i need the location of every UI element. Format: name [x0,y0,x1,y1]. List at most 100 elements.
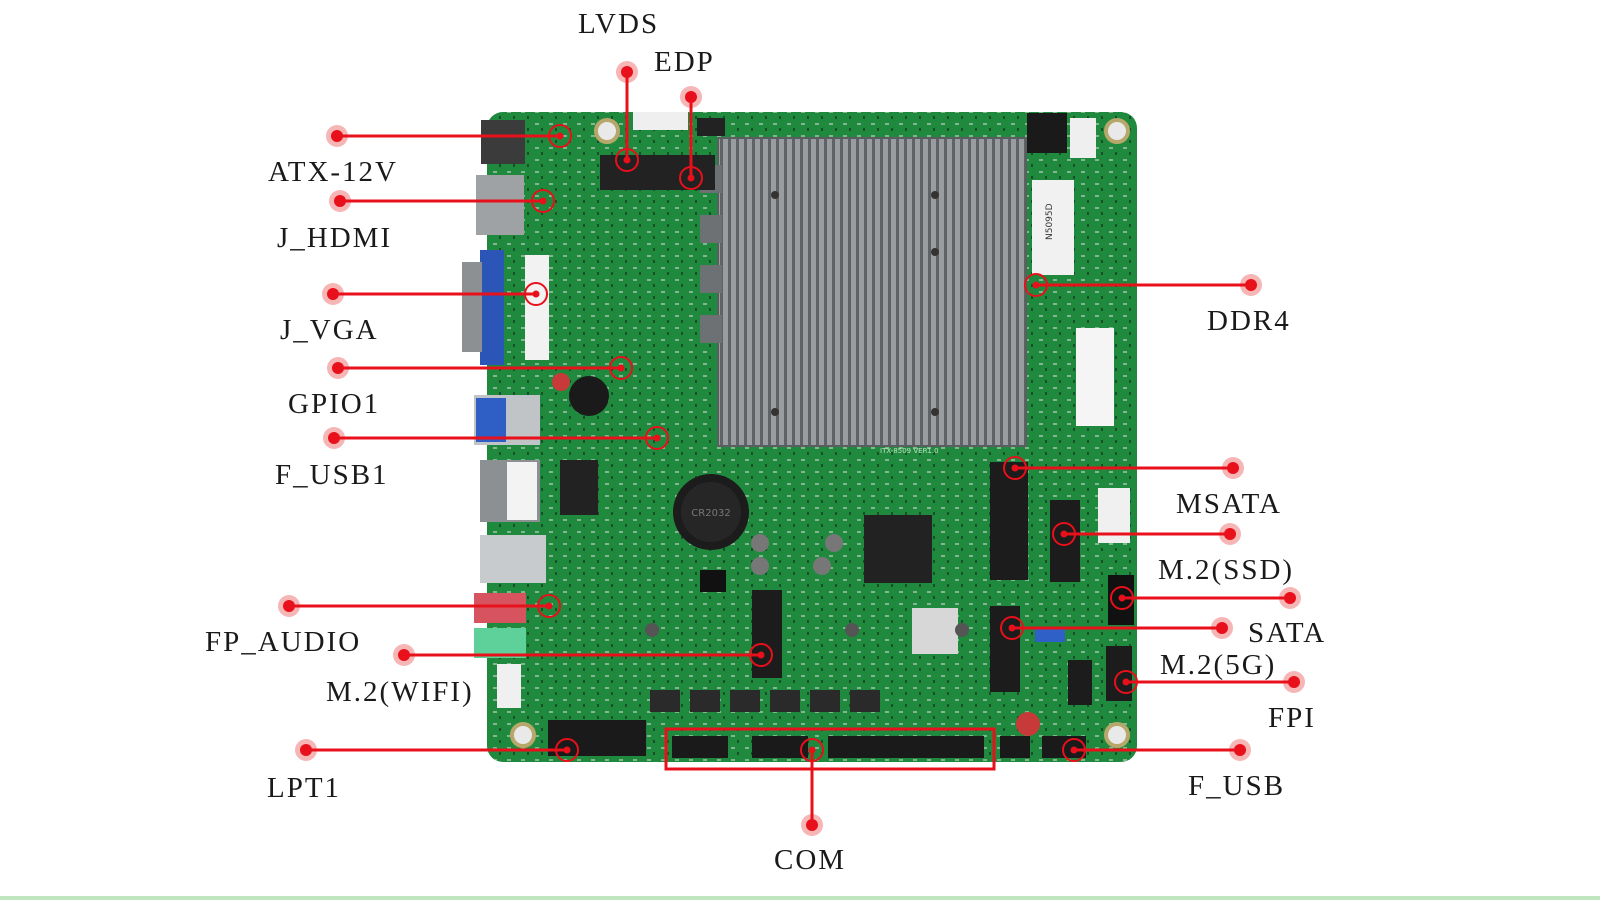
callout-target-dot [1032,281,1040,289]
label-edp: EDP [654,46,715,78]
callout-target-dot [545,602,553,610]
callout-f-usb [1062,738,1251,762]
callout-target-dot [1070,746,1078,754]
lan-chip [560,460,598,515]
callout-target-dot [539,197,547,205]
callout-target-dot [687,174,695,182]
callout-ddr4 [1024,273,1262,297]
label-m2-5g: M.2(5G) [1160,649,1277,681]
callout-target-dot [808,746,816,754]
bottom-strip [0,896,1600,900]
callout-dot [332,362,344,374]
callout-j-vga [322,282,548,306]
io-chip [864,515,932,583]
callout-target-ring [1110,586,1134,610]
callout-target-dot [617,364,625,372]
callout-dot [1234,744,1246,756]
callout-dot [1284,592,1296,604]
callout-m2-ssd [1052,522,1241,546]
callout-target-ring [749,643,773,667]
sticker-code: N5095D [1045,203,1055,240]
mic-jack [474,593,526,623]
gpio-header [525,255,549,360]
callout-target-ring [524,282,548,306]
callout-dot [806,819,818,831]
lvds-header [600,155,715,190]
label-gpio1: GPIO1 [288,388,381,420]
label-m2-wifi: M.2(WIFI) [326,676,474,708]
mount-hole [594,118,620,144]
callout-dot [1224,528,1236,540]
callout-target-ring [645,426,669,450]
label-j-hdmi: J_HDMI [277,222,393,254]
com-header-3 [828,736,984,758]
callout-target-dot [653,434,661,442]
board-model: ITX-8509 VER1.0 [880,447,939,455]
heatsink [700,137,1027,447]
buzzer [569,376,609,416]
callout-j-hdmi [329,189,555,213]
callout-com [800,738,824,836]
chip-shield [912,608,958,654]
callout-target-ring [1000,616,1024,640]
label-sata: SATA [1248,617,1327,649]
label-msata: MSATA [1176,488,1282,520]
callout-target-ring [609,356,633,380]
label-com: COM [774,844,847,876]
callout-target-ring [1114,670,1138,694]
callout-target-ring [800,738,824,762]
callout-target-dot [1118,594,1126,602]
vga-port [480,250,504,365]
callout-target-ring [615,148,639,172]
callout-dot [300,744,312,756]
msata-slot [990,462,1028,580]
label-j-vga: J_VGA [280,314,379,346]
callout-target-ring [537,594,561,618]
hdmi-port [476,175,524,235]
callout-target-dot [623,156,631,164]
callout-target-ring [1003,456,1027,480]
callout-target-dot [563,746,571,754]
label-atx12v: ATX-12V [268,156,398,188]
callout-target-dot [556,132,564,140]
callout-target-ring [531,189,555,213]
callout-dot [283,600,295,612]
callout-target-ring [679,166,703,190]
callout-target-ring [1052,522,1076,546]
mount-hole [1104,118,1130,144]
callout-target-dot [1060,530,1068,538]
callout-dot [621,66,633,78]
com-highlight-box [664,727,996,771]
callout-target-dot [1122,678,1130,686]
callout-edp [679,86,703,190]
dip-switch [1027,113,1067,153]
callout-dot [334,195,346,207]
callout-gpio1 [327,356,633,380]
label-f-usb: F_USB [1188,770,1286,802]
callout-m2-5g [1000,616,1233,640]
callout-m2-wifi [393,643,773,667]
callout-lpt1 [295,738,579,762]
edp-connector [633,112,688,130]
label-ddr4: DDR4 [1207,305,1291,337]
usb2-port [480,535,546,583]
callout-dot [398,649,410,661]
callout-dot [328,432,340,444]
callout-dot [1216,622,1228,634]
battery-text: CR2032 [691,508,730,519]
mount-hole [510,722,536,748]
callout-target-dot [532,290,540,298]
callout-msata [1003,456,1244,480]
callout-dot [1245,279,1257,291]
atx-power-jack [481,120,525,164]
callout-target-ring [1062,738,1086,762]
callout-target-dot [1008,624,1016,632]
callout-target-ring [555,738,579,762]
callout-dot [685,91,697,103]
serial-sticker [1076,328,1114,426]
label-lvds: LVDS [578,8,660,40]
callout-target-dot [1011,464,1019,472]
callout-fpi [1114,670,1305,694]
callout-sata [1110,586,1301,610]
